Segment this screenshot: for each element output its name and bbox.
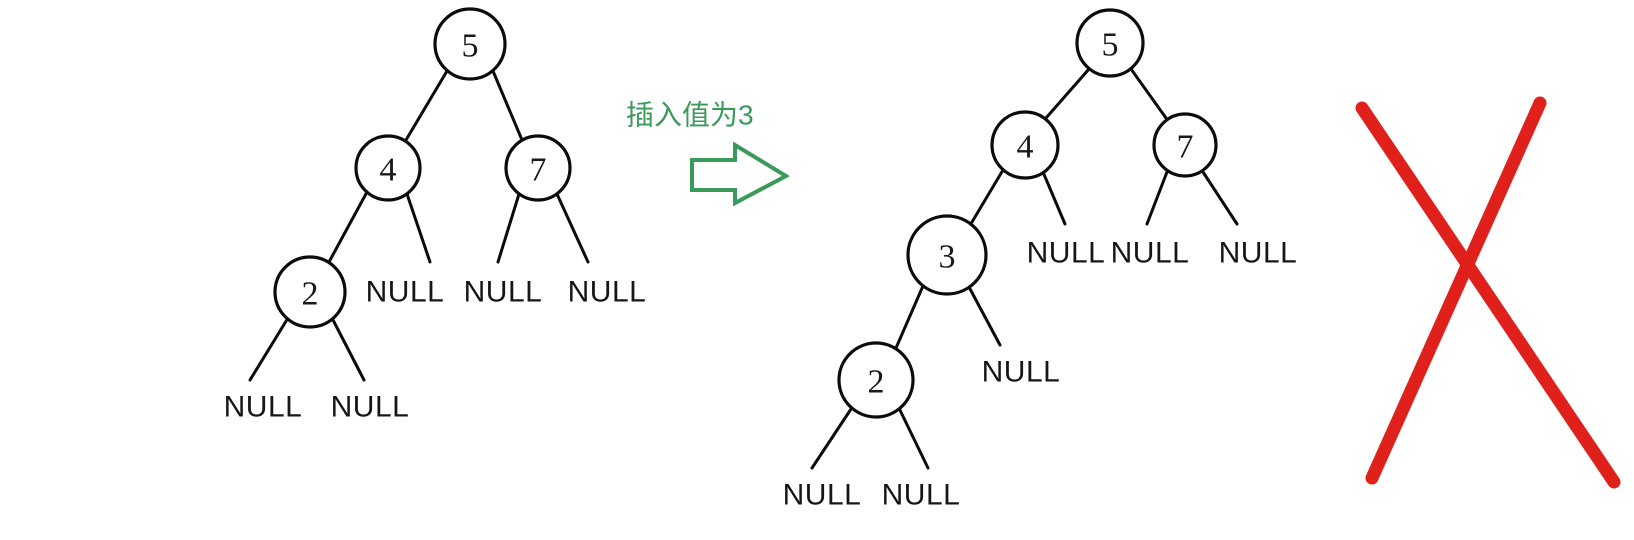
insert-caption: 插入值为3	[626, 100, 754, 131]
left-null-label-3: NULL	[568, 276, 647, 309]
edge-2-null-l	[248, 316, 290, 382]
node-value: 5	[1102, 27, 1119, 64]
edge-7-null-r	[1201, 170, 1239, 226]
edge-5-4	[1044, 67, 1091, 120]
right-node-5[interactable]: 5	[1075, 8, 1145, 78]
left-tree-group: 5 4 7 2 NULL NULL NULL NULL NULL	[224, 7, 647, 424]
edge-5-4	[404, 69, 449, 142]
node-value: 3	[939, 239, 956, 276]
cross-stroke-down	[1355, 101, 1621, 489]
node-value: 7	[530, 152, 547, 189]
left-null-label-5: NULL	[331, 391, 410, 424]
node-value: 7	[1177, 129, 1194, 166]
right-null-label-4: NULL	[982, 356, 1061, 389]
left-node-2[interactable]: 2	[273, 255, 347, 329]
edge-3-null	[967, 285, 1002, 347]
edge-2-null-r	[330, 316, 366, 382]
node-value: 5	[462, 28, 479, 65]
edge-7-null-l	[1145, 170, 1169, 226]
left-null-label-4: NULL	[224, 391, 303, 424]
left-node-7[interactable]: 7	[504, 134, 572, 202]
red-cross-icon	[1355, 96, 1621, 489]
edge-3-2	[894, 284, 925, 350]
right-null-label-1: NULL	[1027, 237, 1106, 270]
left-tree-edges	[248, 69, 590, 382]
right-tree-edges	[810, 67, 1239, 470]
left-null-label-1: NULL	[366, 276, 445, 309]
node-circle	[1075, 8, 1145, 78]
node-circle	[433, 7, 507, 81]
node-circle	[906, 214, 988, 296]
right-tree-group: 5 4 7 3 2 NULL NULL NULL NULL NULL	[783, 8, 1298, 512]
left-node-5[interactable]: 5	[433, 7, 507, 81]
node-value: 4	[1017, 129, 1034, 166]
edge-5-7	[491, 69, 524, 142]
edge-4-3	[970, 168, 1005, 224]
node-circle	[504, 134, 572, 202]
edge-2-null-r	[896, 404, 930, 470]
edge-4-2	[327, 190, 369, 264]
edge-7-null-l	[496, 192, 521, 264]
right-node-2[interactable]: 2	[837, 341, 915, 419]
annotation-group: 插入值为3	[626, 100, 791, 207]
node-circle	[837, 341, 915, 419]
left-node-4[interactable]: 4	[354, 134, 422, 202]
right-node-4[interactable]: 4	[990, 110, 1060, 180]
node-circle	[273, 255, 347, 329]
right-node-7[interactable]: 7	[1152, 112, 1218, 178]
left-null-label-2: NULL	[464, 276, 543, 309]
right-null-label-2: NULL	[1111, 237, 1190, 270]
node-circle	[1152, 112, 1218, 178]
edge-2-null-l	[810, 404, 855, 470]
edge-4-null	[1041, 170, 1067, 226]
right-null-label-6: NULL	[882, 479, 961, 512]
edge-4-null	[405, 192, 432, 264]
edge-5-7	[1129, 67, 1168, 120]
node-value: 2	[302, 276, 319, 313]
edge-7-null-r	[555, 192, 590, 264]
node-circle	[354, 134, 422, 202]
right-block-arrow-icon	[690, 141, 791, 207]
node-circle	[990, 110, 1060, 180]
right-null-label-3: NULL	[1219, 237, 1298, 270]
node-value: 2	[868, 364, 885, 401]
node-value: 4	[380, 152, 397, 189]
right-null-label-5: NULL	[783, 479, 862, 512]
cross-stroke-up	[1365, 96, 1547, 485]
right-node-3[interactable]: 3	[906, 214, 988, 296]
